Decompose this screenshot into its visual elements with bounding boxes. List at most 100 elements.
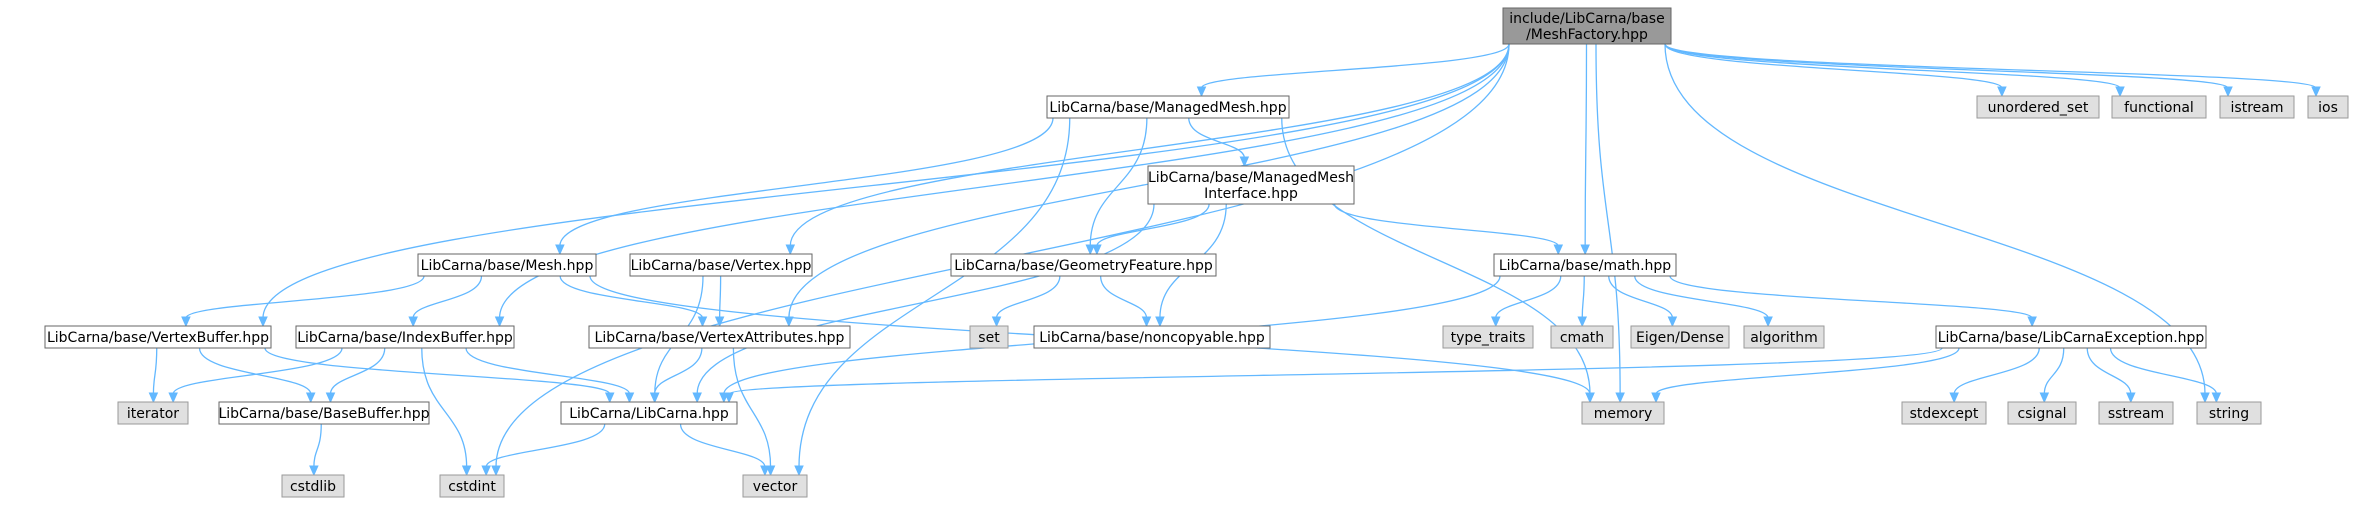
arrowhead-managedmeshinterface-to-geometryfeature: [1092, 244, 1102, 256]
edge-math-to-libcarnaexception: [1669, 275, 2033, 319]
node-box-algorithm: [1743, 325, 1825, 349]
node-geometryfeature[interactable]: LibCarna/base/GeometryFeature.hpp: [950, 253, 1217, 277]
edge-libcarna-to-vector: [679, 423, 766, 468]
node-stdexcept: stdexcept: [1901, 401, 1987, 425]
node-basebuffer[interactable]: LibCarna/base/BaseBuffer.hpp: [218, 401, 430, 425]
edge-root-to-functional: [1664, 43, 2121, 89]
node-type_traits: type_traits: [1442, 325, 1534, 349]
node-box-libcarna[interactable]: [560, 401, 738, 425]
node-vector: vector: [742, 474, 808, 498]
node-box-vertex[interactable]: [629, 253, 813, 277]
node-box-eigen_dense: [1630, 325, 1730, 349]
edge-indexbuffer-to-iterator: [172, 347, 343, 395]
node-mesh[interactable]: LibCarna/base/Mesh.hpp: [417, 253, 597, 277]
node-box-unordered_set: [1976, 95, 2100, 119]
edge-libcarnaexception-to-csignal: [2043, 347, 2065, 395]
arrowhead-vertexattributes-to-vector: [765, 465, 776, 477]
arrowhead-root-to-managedmesh: [1196, 86, 1207, 98]
edge-root-to-unordered_set: [1664, 43, 2003, 89]
arrowhead-libcarnaexception-to-string: [2211, 392, 2222, 404]
arrowhead-vertexattributes-to-libcarna: [649, 392, 660, 404]
node-label-libcarnaexception: LibCarna/base/LibCarnaException.hpp: [1938, 330, 2205, 346]
node-vertexbuffer[interactable]: LibCarna/base/VertexBuffer.hpp: [44, 325, 272, 349]
arrowhead-root-to-unordered_set: [1997, 86, 2007, 98]
node-box-vertexattributes[interactable]: [588, 325, 851, 349]
node-label-type_traits: type_traits: [1451, 330, 1526, 346]
edge-managedmesh-to-managedmeshinterface: [1188, 117, 1246, 159]
node-algorithm: algorithm: [1743, 325, 1825, 349]
node-box-indexbuffer[interactable]: [295, 325, 515, 349]
node-box-geometryfeature[interactable]: [950, 253, 1217, 277]
arrowhead-root-to-istream: [2223, 86, 2233, 98]
edge-root-to-istream: [1664, 43, 2229, 89]
node-label-libcarna: LibCarna/LibCarna.hpp: [569, 406, 729, 422]
node-box-string: [2196, 401, 2262, 425]
node-box-cstdint: [439, 474, 505, 498]
node-istream: istream: [2219, 95, 2295, 119]
arrowhead-libcarna-to-vector: [760, 465, 770, 477]
edge-libcarnaexception-to-stdexcept: [1953, 347, 2040, 395]
node-label-sstream: sstream: [2108, 406, 2164, 422]
node-label-vertexattributes: LibCarna/base/VertexAttributes.hpp: [595, 330, 845, 346]
node-memory: memory: [1581, 401, 1665, 425]
node-label-mesh: LibCarna/base/Mesh.hpp: [421, 258, 594, 274]
node-box-vertexbuffer[interactable]: [44, 325, 272, 349]
arrowhead-root-to-memory: [1615, 392, 1625, 404]
node-label-eigen_dense: Eigen/Dense: [1636, 330, 1724, 346]
arrowhead-libcarnaexception-to-sstream: [2126, 392, 2136, 404]
node-label-string: string: [2209, 406, 2249, 422]
edge-mesh-to-vertexattributes: [559, 275, 704, 319]
node-box-managedmeshinterface[interactable]: [1147, 165, 1355, 205]
node-label-stdexcept: stdexcept: [1910, 406, 1979, 422]
node-box-mesh[interactable]: [417, 253, 597, 277]
edge-vertexattributes-to-vector: [732, 347, 772, 468]
node-box-managedmesh[interactable]: [1046, 95, 1290, 119]
node-cmath: cmath: [1550, 325, 1614, 349]
node-box-noncopyable[interactable]: [1033, 325, 1271, 349]
node-label-istream: istream: [2231, 100, 2284, 116]
node-label-set: set: [978, 330, 1000, 346]
node-box-type_traits: [1442, 325, 1534, 349]
node-label-indexbuffer: LibCarna/base/IndexBuffer.hpp: [297, 330, 513, 346]
edge-mesh-to-indexbuffer: [412, 275, 483, 319]
edge-managedmeshinterface-to-geometryfeature: [1096, 203, 1210, 247]
node-libcarna[interactable]: LibCarna/LibCarna.hpp: [560, 401, 738, 425]
arrowhead-root-to-vertexbuffer: [258, 316, 268, 328]
node-label-unordered_set: unordered_set: [1988, 100, 2089, 116]
node-label-noncopyable: LibCarna/base/noncopyable.hpp: [1039, 330, 1265, 346]
node-label-csignal: csignal: [2017, 406, 2066, 422]
node-box-basebuffer[interactable]: [218, 401, 430, 425]
arrowhead-indexbuffer-to-iterator: [168, 392, 178, 404]
arrowhead-managedmesh-to-vector: [794, 465, 804, 477]
node-managedmesh[interactable]: LibCarna/base/ManagedMesh.hpp: [1046, 95, 1290, 119]
arrowhead-indexbuffer-to-cstdint: [461, 465, 472, 477]
node-vertex[interactable]: LibCarna/base/Vertex.hpp: [629, 253, 813, 277]
edge-root-to-indexbuffer: [498, 43, 1510, 319]
arrowhead-managedmesh-to-geometryfeature: [1085, 244, 1096, 256]
node-libcarnaexception[interactable]: LibCarna/base/LibCarnaException.hpp: [1935, 325, 2207, 349]
arrowhead-managedmesh-to-managedmeshinterface: [1239, 156, 1250, 168]
node-label-root: include/LibCarna/base: [1509, 11, 1664, 27]
node-box-cstdlib: [281, 474, 345, 498]
node-box-libcarnaexception[interactable]: [1935, 325, 2207, 349]
arrowhead-indexbuffer-to-libcarna: [624, 392, 635, 404]
node-box-sstream: [2098, 401, 2174, 425]
node-box-istream: [2219, 95, 2295, 119]
node-label-managedmeshinterface: LibCarna/base/ManagedMesh: [1148, 170, 1354, 186]
edge-root-to-vertex: [789, 43, 1510, 247]
arrowhead-root-to-string: [2200, 392, 2210, 404]
node-noncopyable[interactable]: LibCarna/base/noncopyable.hpp: [1033, 325, 1271, 349]
edge-indexbuffer-to-cstdint: [421, 347, 468, 468]
edge-libcarnaexception-to-libcarna: [728, 347, 1943, 395]
edge-vertexbuffer-to-libcarna: [264, 347, 611, 395]
node-box-math[interactable]: [1493, 253, 1677, 277]
node-indexbuffer[interactable]: LibCarna/base/IndexBuffer.hpp: [295, 325, 515, 349]
node-label-ios: ios: [2318, 100, 2338, 116]
node-math[interactable]: LibCarna/base/math.hpp: [1493, 253, 1677, 277]
edge-indexbuffer-to-basebuffer: [329, 347, 386, 395]
node-label-math: LibCarna/base/math.hpp: [1499, 258, 1671, 274]
arrowhead-vertexbuffer-to-libcarna: [604, 392, 615, 404]
node-vertexattributes[interactable]: LibCarna/base/VertexAttributes.hpp: [588, 325, 851, 349]
